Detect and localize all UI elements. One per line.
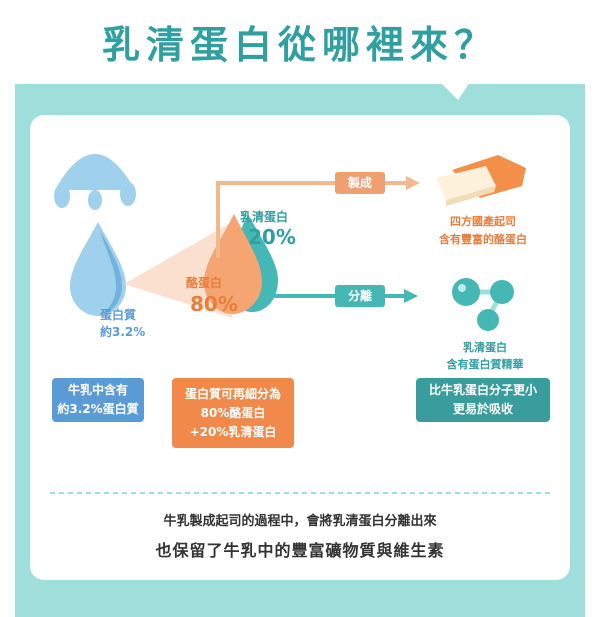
- bottom-arrow-head: [404, 289, 418, 303]
- info-box-split-line2: 80%酪蛋白: [200, 405, 266, 420]
- whey-percent: 20%: [248, 225, 296, 249]
- protein-label: 蛋白質: [100, 308, 137, 322]
- molecule-icon: [452, 278, 514, 331]
- top-arrow-head: [406, 176, 420, 190]
- milk-splash-icon: [54, 154, 136, 210]
- info-box-milk-line2: 約3.2%蛋白質: [57, 402, 139, 416]
- expansion-cone: [124, 222, 232, 318]
- casein-label: 酪蛋白: [186, 276, 223, 290]
- info-box-whey-line2: 更易於吸收: [452, 402, 513, 416]
- whey-caption-line1: 乳清蛋白: [463, 341, 507, 354]
- protein-percent: 約3.2%: [100, 325, 146, 339]
- casein-drop-shape: [204, 214, 262, 314]
- info-box-split-line3: +20%乳清蛋白: [189, 424, 277, 439]
- page-title: 乳清蛋白從哪裡來？: [101, 23, 498, 67]
- info-box-milk-line1: 牛乳中含有: [67, 383, 128, 397]
- info-box-protein-split: 蛋白質可再細分為 80%酪蛋白 +20%乳清蛋白: [172, 378, 294, 448]
- milk-drop-icon: [70, 222, 126, 316]
- info-box-whey-line1: 比牛乳蛋白分子更小: [428, 383, 537, 397]
- whey-label: 乳清蛋白: [240, 210, 289, 224]
- separate-badge: 分離: [335, 285, 385, 307]
- cheese-icon: [436, 155, 526, 206]
- info-box-milk-protein: 牛乳中含有 約3.2%蛋白質: [52, 378, 144, 422]
- cheese-caption-line2: 含有豐富的酪蛋白: [439, 233, 527, 246]
- info-box-split-line1: 蛋白質可再細分為: [184, 386, 281, 401]
- footer-line1: 牛乳製成起司的過程中，會將乳清蛋白分離出來: [163, 514, 437, 529]
- info-box-whey-absorb: 比牛乳蛋白分子更小 更易於吸收: [416, 378, 550, 422]
- casein-percent: 80%: [190, 292, 238, 316]
- whey-caption-line2: 含有蛋白質精華: [446, 358, 524, 371]
- process-badge: 製成: [335, 172, 385, 194]
- footer-line2: 也保留了牛乳中的豐富礦物質與維生素: [155, 541, 445, 560]
- cheese-caption-line1: 四方國產起司: [450, 215, 516, 228]
